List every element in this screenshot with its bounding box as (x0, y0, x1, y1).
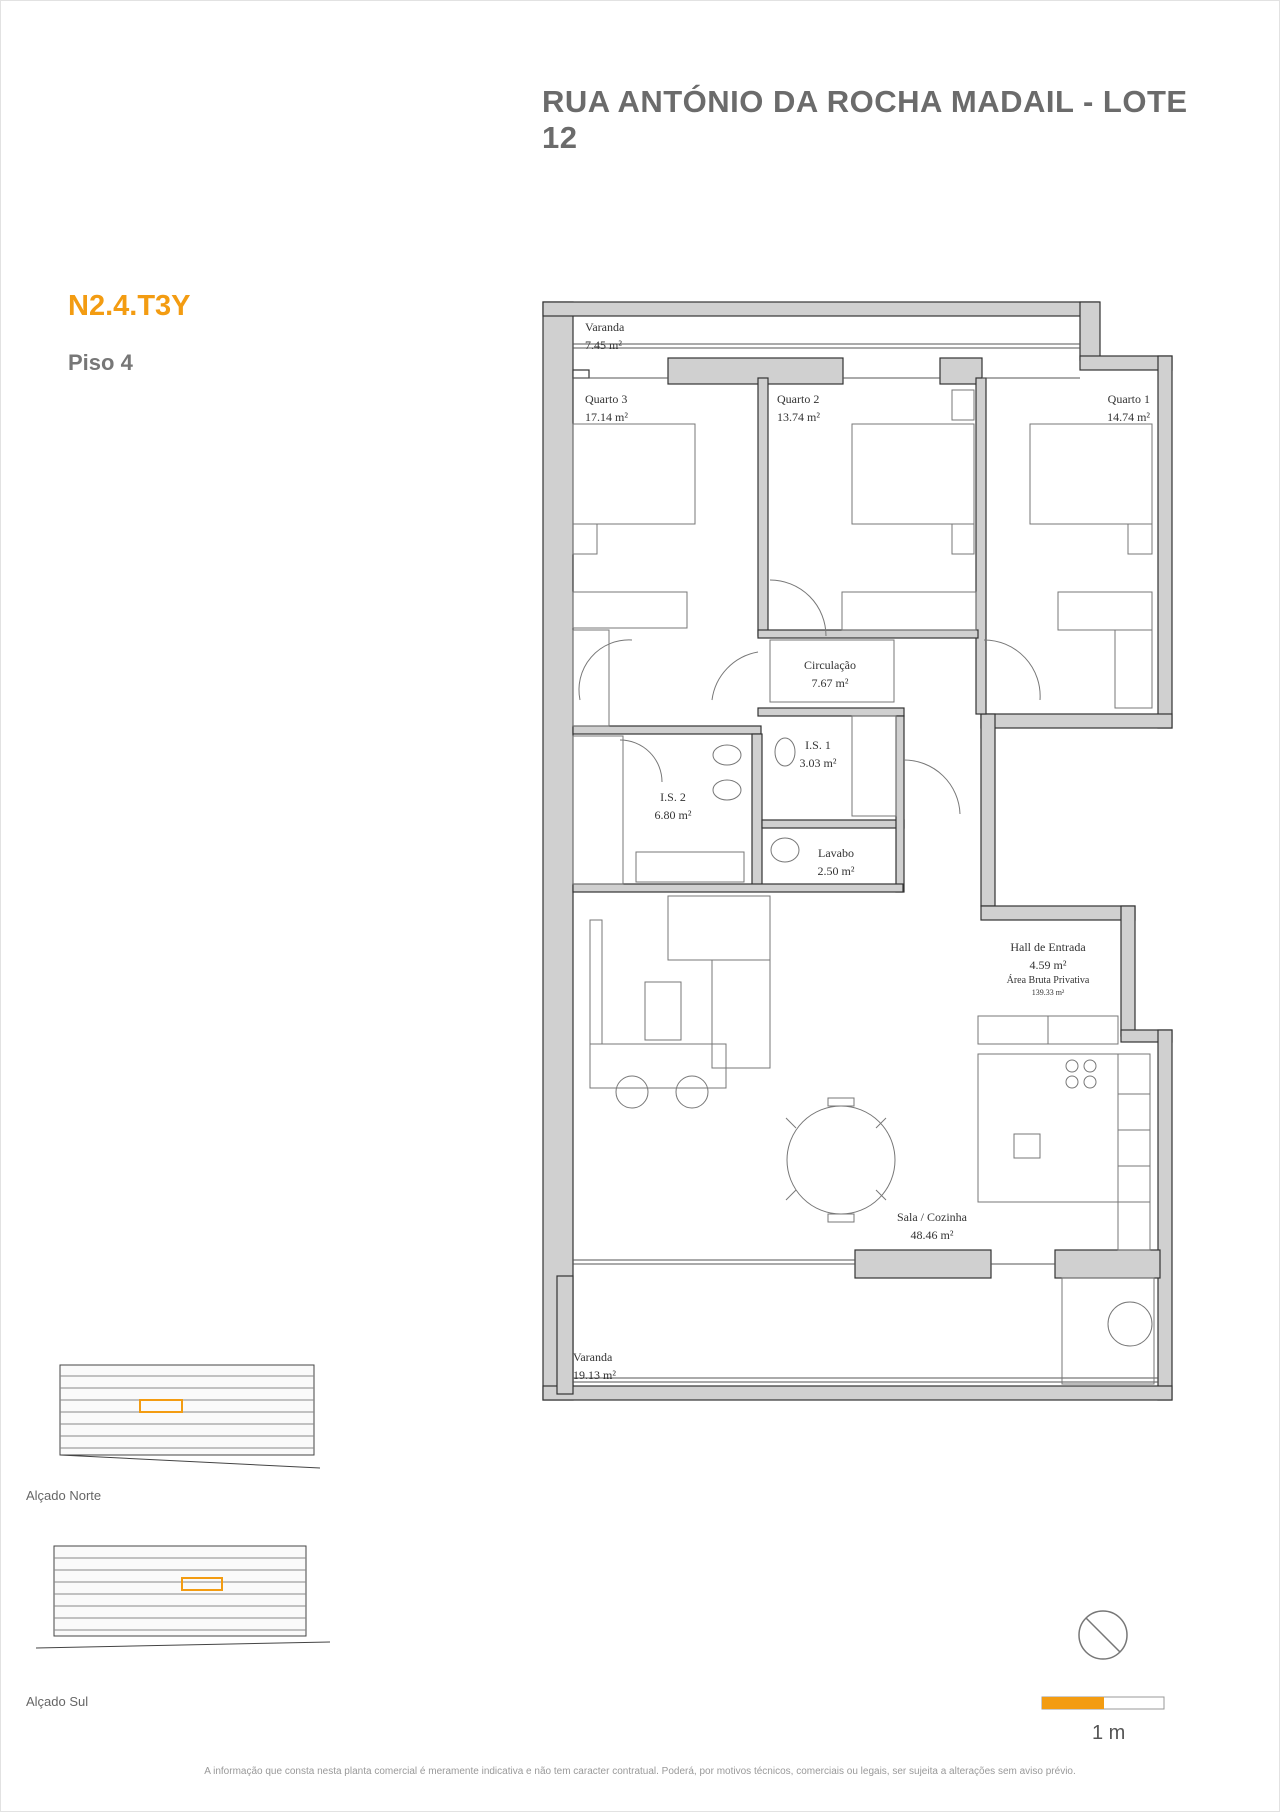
floor-label: Piso 4 (68, 350, 133, 375)
elevation-south-image (35, 1545, 331, 1649)
wall-left (542, 301, 574, 1401)
unit-code: N2.4.T3Y (68, 290, 191, 322)
page-title: RUA ANTÓNIO DA ROCHA MADAIL - LOTE 12 (542, 84, 1188, 155)
furniture (572, 389, 1155, 1385)
wall-bottom (542, 1385, 1173, 1401)
disclaimer: A informação que consta nesta planta com… (204, 1766, 1076, 1777)
scale-label: 1 m (1092, 1722, 1126, 1744)
north-arrow-icon (1078, 1610, 1128, 1660)
elevation-south-caption: Alçado Sul (26, 1694, 89, 1709)
scale-bar (1041, 1696, 1165, 1710)
wall-right (1157, 1029, 1173, 1401)
room-hall: Hall de Entrada 4.59 m² Área Bruta Priva… (1006, 940, 1090, 997)
elevation-north-image (59, 1364, 321, 1469)
elevation-north-caption: Alçado Norte (26, 1488, 102, 1503)
